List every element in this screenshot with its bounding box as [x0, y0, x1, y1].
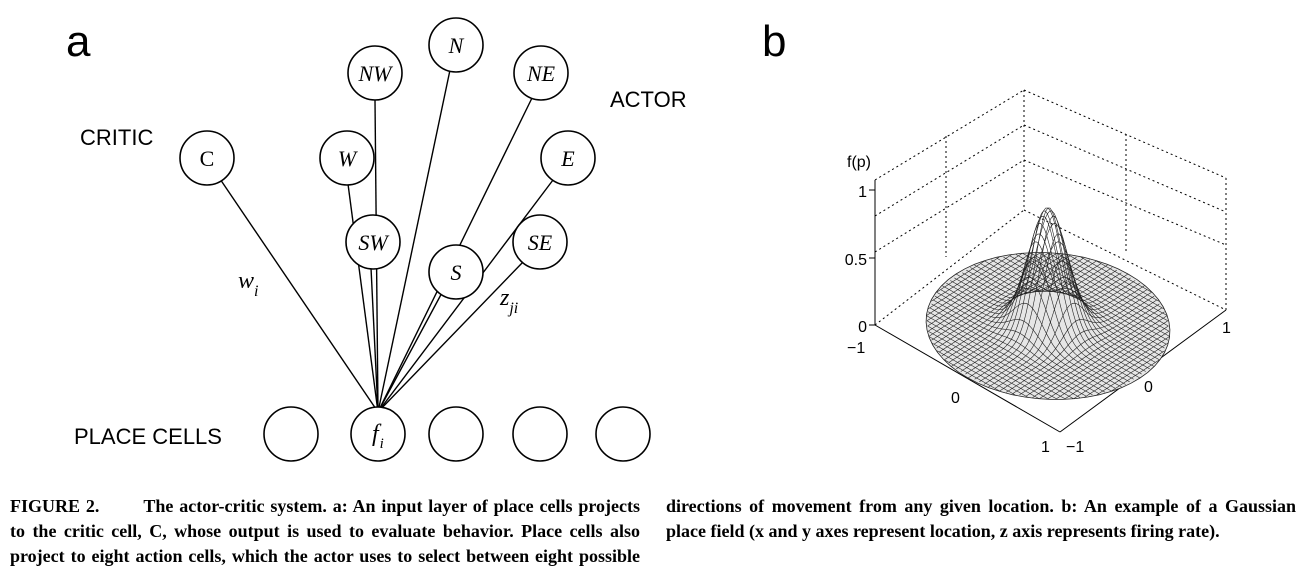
- action-cell-e-label: E: [560, 146, 575, 171]
- place-cell: [428, 406, 484, 462]
- figure-panels: a C NW N NE: [66, 17, 1231, 462]
- place-cells: [263, 406, 651, 462]
- action-cell-se: SE: [512, 214, 568, 270]
- action-cell-s-label: S: [451, 260, 462, 285]
- panel-b: b: [762, 17, 1231, 456]
- critic-title: CRITIC: [80, 125, 153, 150]
- weight-z-label: zji: [499, 285, 518, 317]
- connection-s: [377, 288, 445, 413]
- connection-w: [347, 183, 379, 413]
- z-axis-label: f(p): [847, 154, 871, 171]
- panel-a-label: a: [66, 17, 91, 66]
- action-cell-sw: SW: [345, 214, 401, 270]
- weight-w-label: wi: [238, 268, 258, 300]
- place-cells-title: PLACE CELLS: [74, 424, 222, 449]
- connection-se: [377, 261, 524, 413]
- z-tick-0: 0: [858, 319, 867, 336]
- action-cell-w: W: [319, 130, 375, 186]
- action-cell-n-label: N: [448, 33, 465, 58]
- action-cell-ne: NE: [513, 45, 569, 101]
- action-cell-e: E: [540, 130, 596, 186]
- connection-n: [377, 69, 451, 413]
- z-axis: [869, 189, 875, 326]
- gaussian-surface: [925, 207, 1171, 400]
- action-cell-s: S: [428, 244, 484, 300]
- actor-title: ACTOR: [610, 87, 687, 112]
- critic-cell: C: [179, 130, 235, 186]
- connection-critic: [217, 175, 379, 413]
- action-cell-ne-label: NE: [526, 61, 556, 86]
- y-tick-1: 1: [1222, 320, 1231, 337]
- action-cell-w-label: W: [338, 146, 358, 171]
- connection-sw: [370, 267, 379, 413]
- place-cell: [512, 406, 568, 462]
- panel-a: a C NW N NE: [66, 17, 687, 462]
- caption-text: The actor-critic system. a: An input lay…: [10, 496, 1296, 566]
- x-tick-0: 0: [951, 390, 960, 407]
- input-cell-label: fi: [372, 421, 384, 452]
- action-cell-nw-label: NW: [358, 61, 394, 86]
- figure-caption: FIGURE 2.The actor-critic system. a: An …: [10, 494, 1296, 569]
- y-tick-0: 0: [1144, 379, 1153, 396]
- y-tick-minus1: −1: [1066, 439, 1084, 456]
- action-cell-nw: NW: [347, 45, 403, 101]
- critic-cell-label: C: [200, 146, 215, 171]
- panel-b-label: b: [762, 17, 786, 66]
- z-tick-1: 1: [858, 184, 867, 201]
- action-cell-se-label: SE: [528, 230, 553, 255]
- caption-figure-label: FIGURE 2.: [10, 496, 100, 516]
- action-cell-n: N: [428, 17, 484, 73]
- plot-box: [874, 89, 1227, 433]
- place-cell: [595, 406, 651, 462]
- place-cell: [263, 406, 319, 462]
- z-tick-0.5: 0.5: [845, 252, 867, 269]
- x-tick-minus1: −1: [847, 340, 865, 357]
- action-cell-sw-label: SW: [358, 230, 389, 255]
- x-tick-1: 1: [1041, 439, 1050, 456]
- place-cell-fi: [350, 406, 406, 462]
